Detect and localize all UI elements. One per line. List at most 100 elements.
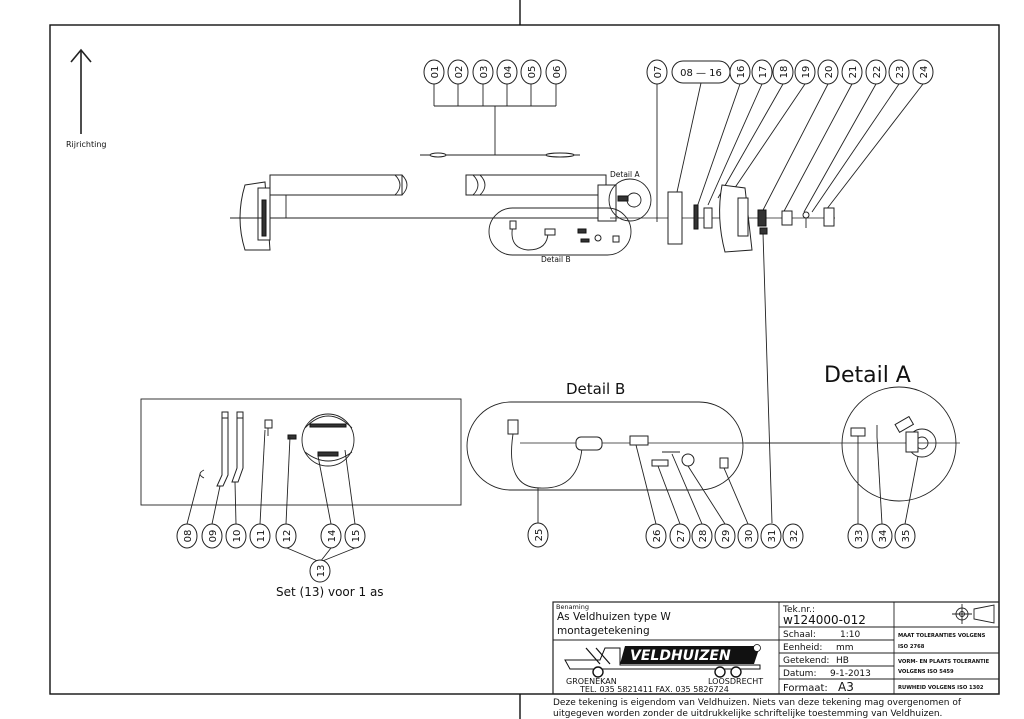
bubble-28: 28 — [671, 453, 713, 549]
svg-text:VELDHUIZEN: VELDHUIZEN — [630, 648, 731, 664]
bubble-23: 23 — [811, 59, 910, 213]
detail-b-small-label: Detail B — [541, 255, 571, 264]
svg-text:02: 02 — [454, 66, 465, 79]
tolerance-2: VORM- EN PLAATS TOLERANTIE — [898, 659, 990, 665]
formaat-label: Formaat: — [783, 683, 828, 694]
svg-text:27: 27 — [676, 530, 687, 543]
leader-31-32 — [759, 227, 773, 524]
bubble-12: 12 — [275, 436, 297, 549]
tolerance-3: RUWHEID VOLGENS ISO 1302 — [898, 685, 984, 691]
bubble-34: 34 — [871, 436, 893, 549]
svg-text:13: 13 — [316, 565, 327, 578]
detail-b-title: Detail B — [566, 380, 625, 398]
svg-text:15: 15 — [351, 530, 362, 543]
direction-arrow-icon — [70, 48, 92, 134]
drawing-title: As Veldhuizen type W — [557, 611, 671, 623]
svg-text:21: 21 — [848, 66, 859, 79]
svg-text:10: 10 — [232, 530, 243, 543]
bubble-33: 33 — [847, 436, 869, 549]
bubble-08: 08 — [176, 473, 201, 549]
svg-text:24: 24 — [919, 66, 930, 79]
svg-text:01: 01 — [430, 66, 441, 79]
tolerance-2b: VOLGENS ISO 5459 — [898, 669, 954, 675]
city-left: GROENEKAN — [566, 677, 617, 686]
bubble-10: 10 — [225, 481, 247, 549]
bubble-03: 03 — [472, 59, 494, 106]
svg-text:19: 19 — [801, 66, 812, 79]
svg-text:29: 29 — [721, 530, 732, 543]
bubble-05: 05 — [520, 59, 542, 106]
teknr-value: w124000-012 — [783, 613, 866, 627]
bubble-29: 29 — [687, 465, 736, 549]
svg-text:22: 22 — [872, 66, 883, 79]
bubble-16: 16 — [695, 59, 751, 211]
city-right: LOOSDRECHT — [708, 677, 763, 686]
tolerance-1b: ISO 2768 — [898, 644, 925, 650]
svg-text:26: 26 — [652, 530, 663, 543]
svg-text:31: 31 — [767, 530, 778, 543]
bubble-group-01-06 — [434, 105, 556, 155]
bubble-26: 26 — [635, 444, 667, 549]
svg-text:17: 17 — [758, 66, 769, 79]
svg-text:05: 05 — [527, 66, 538, 79]
svg-text:04: 04 — [503, 66, 514, 79]
datum-label: Datum: — [783, 669, 816, 679]
svg-text:34: 34 — [878, 530, 889, 543]
bubble-27: 27 — [657, 465, 691, 549]
svg-text:08: 08 — [183, 530, 194, 543]
drawing-frame — [49, 24, 1000, 695]
set-caption: Set (13) voor 1 as — [276, 585, 384, 599]
bubble-21: 21 — [781, 59, 863, 216]
getekend-value: HB — [836, 656, 849, 666]
svg-text:16: 16 — [736, 66, 747, 79]
footer-line-1: Deze tekening is eigendom van Veldhuizen… — [553, 698, 962, 708]
bubble-07: 07 — [646, 59, 668, 222]
eenheid-label: Eenheid: — [783, 643, 822, 653]
detail-a-small-label: Detail A — [610, 170, 640, 179]
bubble-24: 24 — [825, 59, 934, 211]
svg-text:18: 18 — [779, 66, 790, 79]
bubble-13: 13 — [286, 547, 356, 583]
schaal-value: 1:10 — [840, 630, 860, 640]
brake-set-box — [140, 398, 462, 506]
teknr-label: Tek.nr.: — [782, 605, 815, 615]
detail-b-small — [488, 207, 632, 256]
svg-text:06: 06 — [552, 66, 563, 79]
footer-line-2: uitgegeven worden zonder de uitdrukkelij… — [553, 709, 942, 719]
detail-a-small — [608, 178, 652, 222]
svg-text:03: 03 — [479, 66, 490, 79]
bubble-22: 22 — [803, 59, 887, 213]
bubble-14: 14 — [317, 455, 342, 549]
tolerance-1: MAAT TOLERANTIES VOLGENS — [898, 633, 986, 639]
svg-text:07: 07 — [653, 66, 664, 79]
svg-text:32: 32 — [789, 530, 800, 543]
bubble-08-16: 08 — 16 — [671, 60, 731, 193]
detail-a-title: Detail A — [824, 363, 911, 388]
bubble-35: 35 — [894, 455, 919, 549]
axle-assembly-upper — [230, 152, 835, 253]
bubble-17: 17 — [707, 59, 773, 206]
schaal-label: Schaal: — [783, 630, 816, 640]
svg-text:14: 14 — [327, 530, 338, 543]
phone-fax: TEL. 035 5821411 FAX. 035 5826724 — [579, 685, 729, 694]
svg-text:12: 12 — [282, 530, 293, 543]
svg-text:20: 20 — [824, 66, 835, 79]
bubble-30: 30 — [723, 467, 759, 549]
bubble-09: 09 — [201, 485, 223, 549]
bubble-20: 20 — [761, 59, 839, 213]
svg-text:35: 35 — [901, 530, 912, 543]
bubble-01: 01 — [423, 59, 445, 106]
eenheid-value: mm — [836, 643, 854, 653]
bubble-19: 19 — [729, 59, 816, 196]
svg-text:09: 09 — [208, 530, 219, 543]
veldhuizen-logo: VELDHUIZEN — [564, 644, 761, 678]
svg-text:11: 11 — [256, 530, 267, 543]
svg-text:08 — 16: 08 — 16 — [680, 68, 722, 79]
detail-a-large — [745, 386, 960, 502]
direction-label: Rijrichting — [66, 140, 107, 149]
bubble-32: 32 — [782, 523, 804, 549]
getekend-label: Getekend: — [783, 656, 829, 666]
formaat-value: A3 — [838, 680, 854, 694]
benaming-label: Benaming — [556, 603, 589, 611]
